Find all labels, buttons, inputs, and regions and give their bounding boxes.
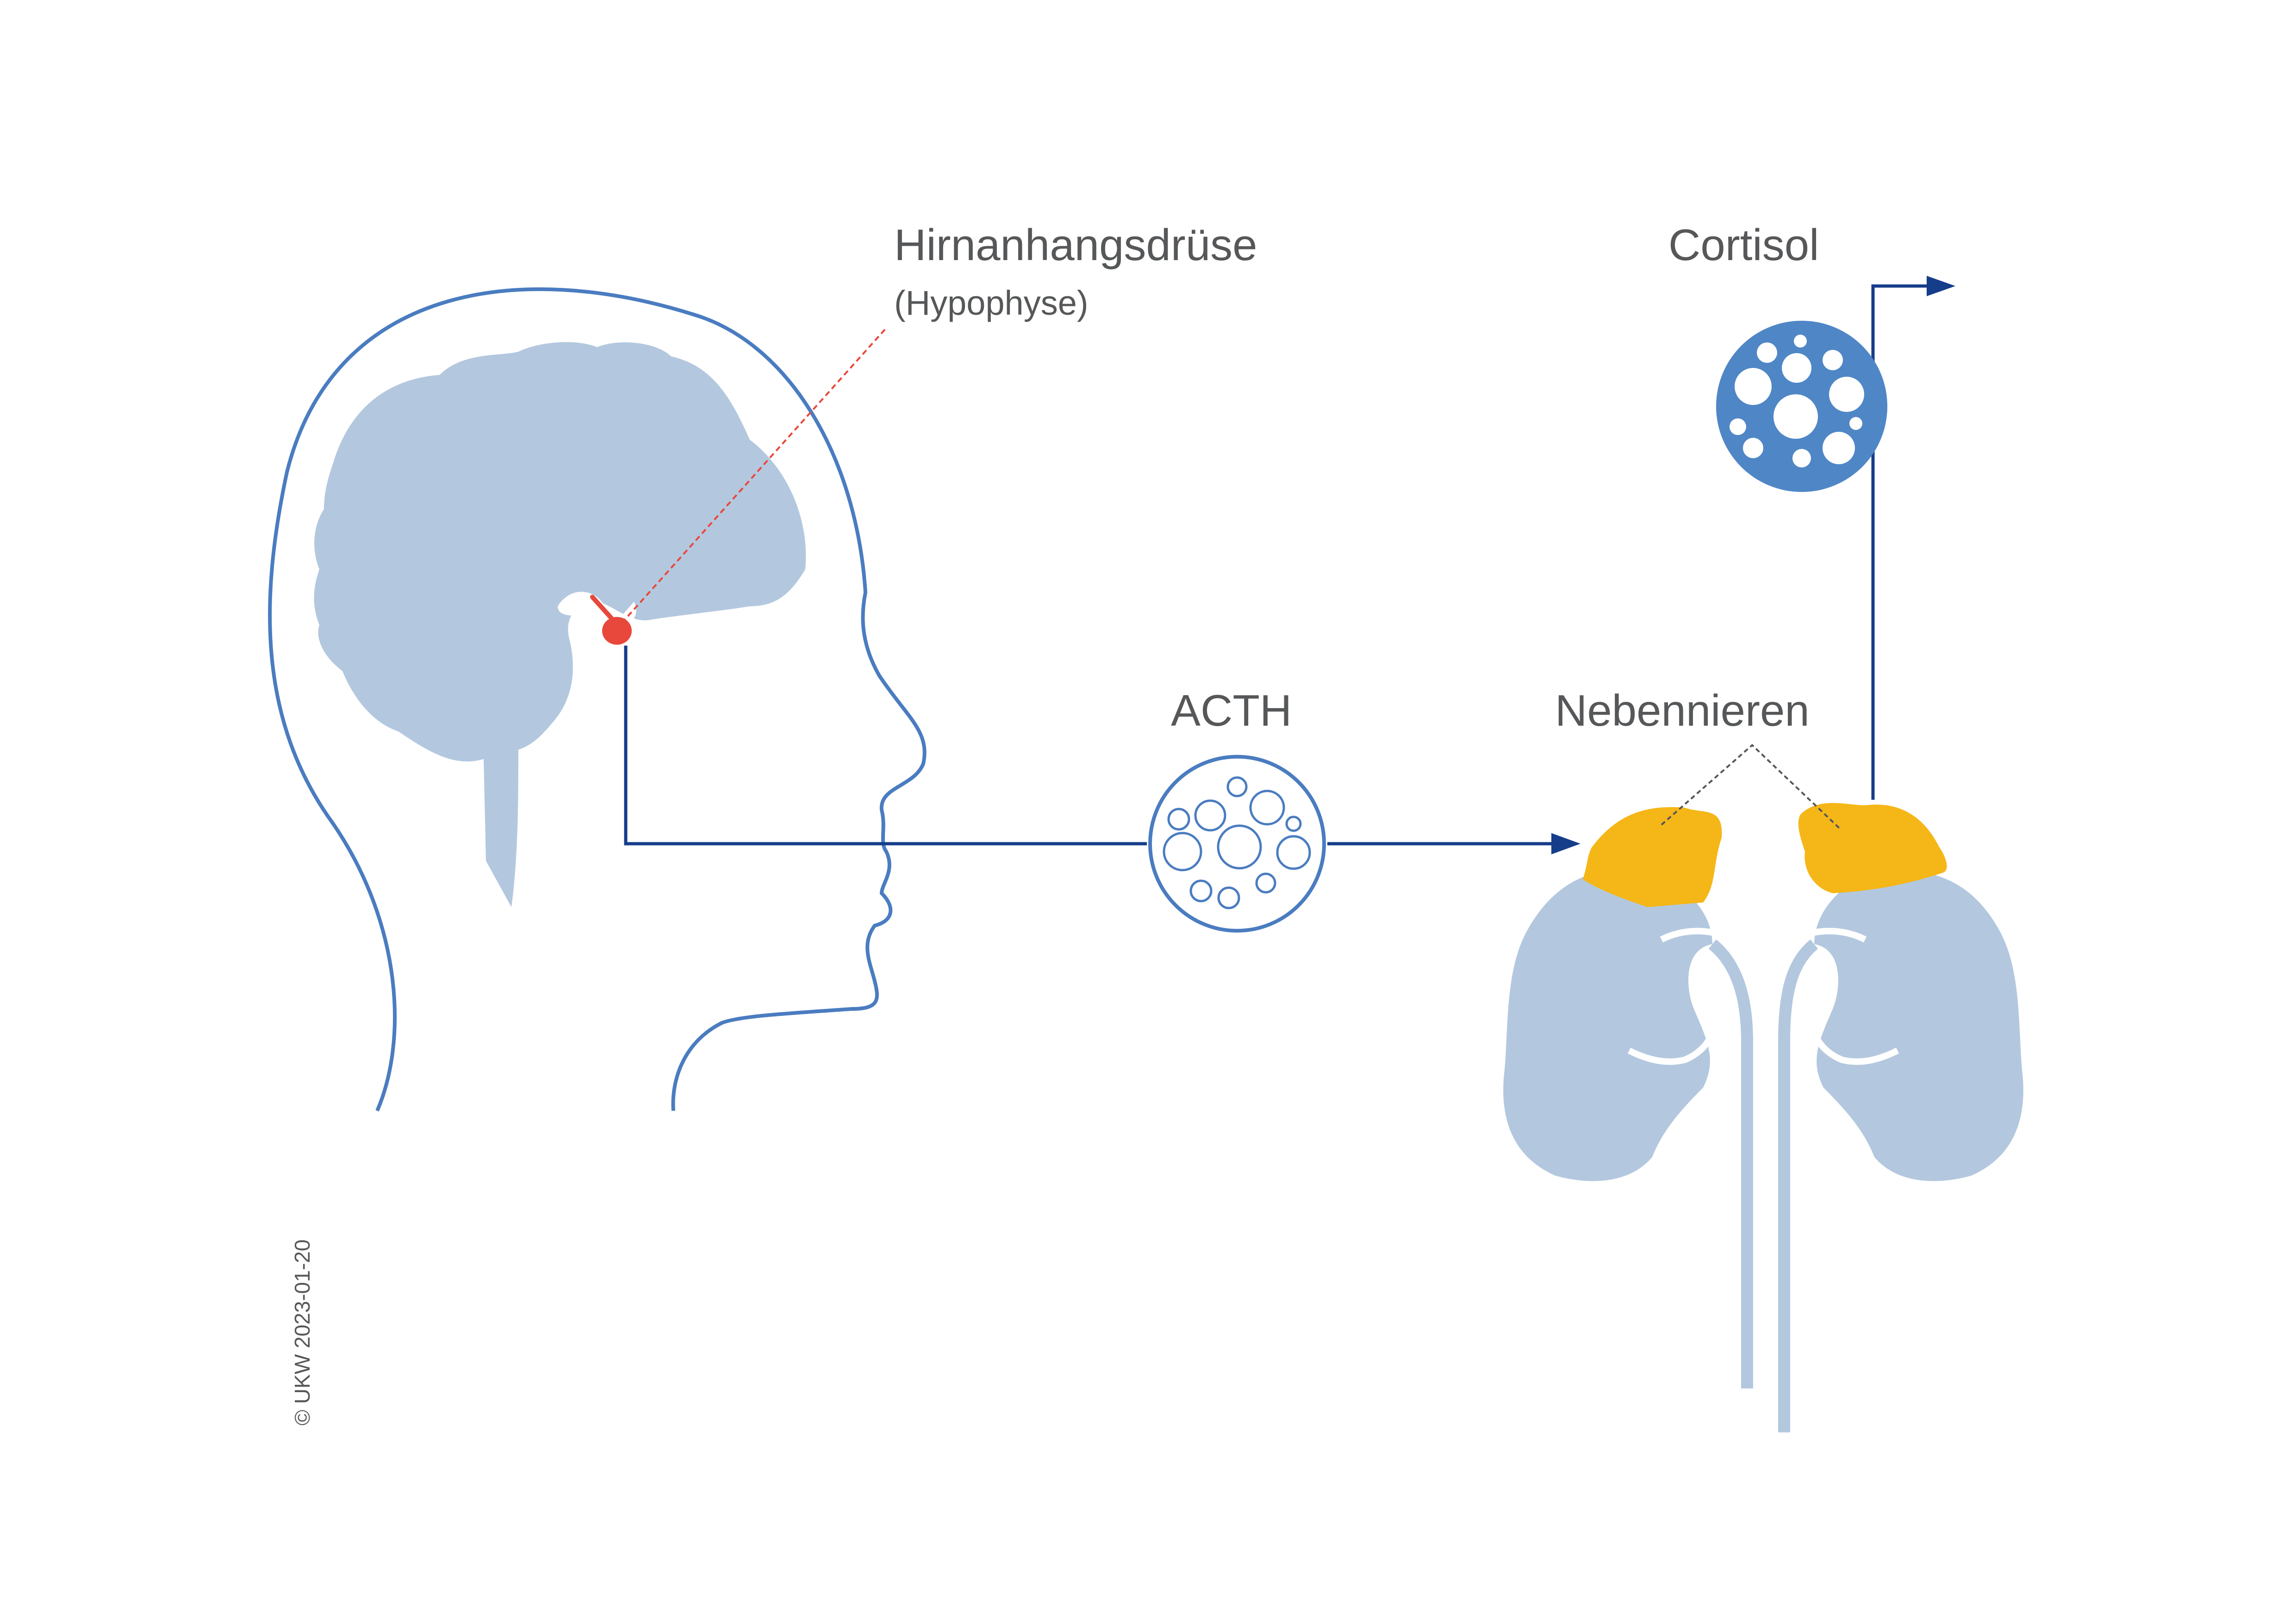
pituitary-gland	[602, 617, 632, 645]
acth-arrow-head	[1551, 833, 1580, 854]
cortisol-label: Cortisol	[1668, 220, 1819, 270]
brain-shape	[314, 342, 806, 907]
right-kidney	[1814, 870, 2023, 1181]
copyright-notice: © UKW 2023-01-20	[290, 1239, 314, 1425]
right-ureter	[1778, 939, 1818, 1432]
right-renal-notch	[1799, 927, 1899, 1065]
pituitary-sublabel: (Hypophyse)	[894, 284, 1089, 322]
left-kidney	[1503, 870, 1712, 1181]
adrenal-leader-lines	[1661, 744, 1841, 829]
head-outline	[268, 287, 927, 1112]
left-ureter	[1708, 939, 1753, 1388]
acth-pathway-line	[624, 646, 1147, 846]
left-renal-notch	[1627, 927, 1727, 1065]
cortisol-hormone-icon	[1716, 321, 1887, 492]
brain-notch	[558, 591, 636, 625]
pituitary-stalk	[590, 595, 616, 622]
pituitary-leader-line	[619, 329, 886, 626]
acth-label: ACTH	[1171, 686, 1292, 735]
acth-hormone-icon	[1148, 755, 1326, 933]
pituitary-label: Hirnanhangsdrüse	[894, 220, 1257, 270]
cortisol-arrow-head	[1927, 276, 1955, 296]
adrenal-label: Nebennieren	[1555, 686, 1810, 735]
left-adrenal-gland	[1583, 807, 1722, 907]
cortisol-pathway-line	[1871, 284, 1929, 800]
